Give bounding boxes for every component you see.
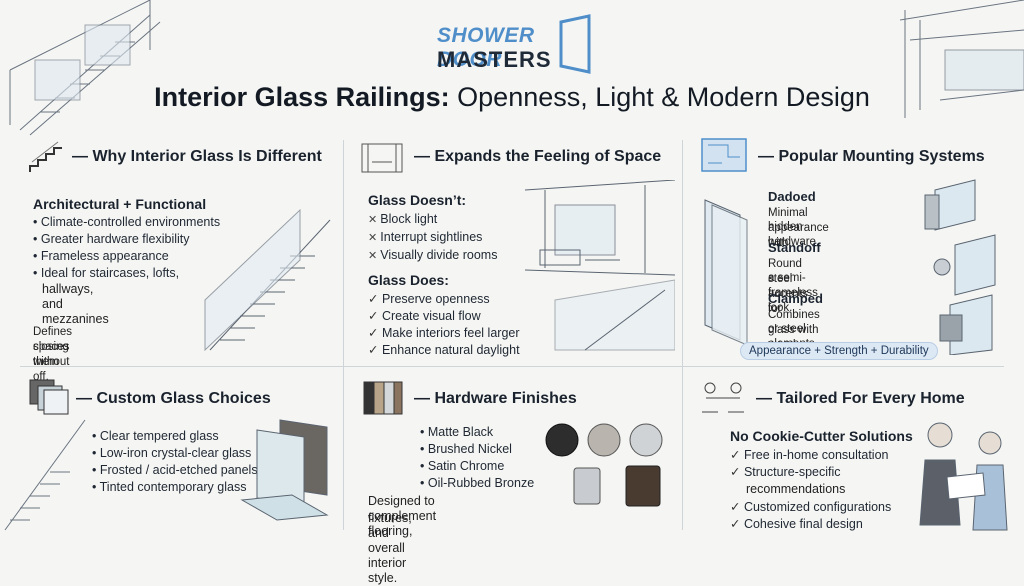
list-item: Enhance natural daylight [368,342,520,359]
row-divider [20,366,1004,367]
list-item: Low-iron crystal-clear glass [92,445,258,462]
list-item: Ideal for staircases, lofts, [33,265,220,282]
doesnt-list: Block light Interrupt sightlines Visuall… [368,211,497,265]
list-item: Preserve openness [368,291,520,308]
col-divider-2 [682,140,683,530]
tailored-list: Free in-home consultation Structure-spec… [730,447,889,481]
does-list: Preserve openness Create visual flow Mak… [368,291,520,359]
list-item: Tinted contemporary glass [92,479,258,496]
panel-title-tailored: — Tailored For Every Home [756,390,965,407]
finish-knobs-illustration [545,423,663,507]
finish-list: Matte Black Brushed Nickel Satin Chrome … [420,424,534,492]
list-item: Frosted / acid-etched panels [92,462,258,479]
mounting-hardware-illustrations [924,179,996,355]
mount-desc-standoff-2: a semi-frameless look. [768,272,818,314]
list-item: Clear tempered glass [92,428,258,445]
why-subtitle: Architectural + Functional [33,196,207,212]
list-item: Greater hardware flexibility [33,231,220,248]
room-icon [361,143,403,173]
page-title-rest: Openness, Light & Modern Design [449,82,870,112]
mount-name-clamped: Clamped [768,291,823,306]
panel-title-glass: — Custom Glass Choices [76,390,271,407]
consultants-illustration [919,422,1008,531]
tailored-subtitle: No Cookie-Cutter Solutions [730,428,913,444]
page-title-bold: Interior Glass Railings: [154,82,450,112]
infographic-page: SHOWER DOOR MASTERS Interior Glass Raili… [0,0,1024,547]
stairs-icon [29,141,62,172]
list-item: Structure-specific [730,464,888,481]
living-room-illustration [525,180,675,351]
does-label: Glass Does: [368,272,449,288]
mount-name-dadoed: Dadoed [768,189,816,204]
panel-title-hardware: — Hardware Finishes [414,390,577,407]
list-item: Satin Chrome [420,458,534,475]
logo-line-2: MASTERS [437,47,552,72]
page-title: Interior Glass Railings: Openness, Light… [0,82,1024,113]
list-item: Create visual flow [368,308,520,325]
why-list-cont: hallways, and mezzanines [42,282,109,326]
hardware-note-2: fixtures, and overall interior style. [368,511,412,585]
door-icon [559,14,591,74]
tailored-list-2: Customized configurations Cohesive final… [730,499,891,533]
tailored-item-cont: recommendations [746,482,846,496]
hardware-note-1: Designed to complement flooring, [368,494,437,538]
panel-title-mounting: — Popular Mounting Systems [758,148,985,165]
list-item: Make interiors feel larger [368,325,520,342]
list-item: Customized configurations [730,499,891,516]
list-item: Climate-controlled environments [33,214,220,231]
list-item: Block light [368,211,497,229]
mount-name-standoff: Standoff [768,240,821,255]
swatch-fan-icon [363,381,403,415]
panel-title-space: — Expands the Feeling of Space [414,148,662,165]
mount-desc-standoff-1: Round steel accents for [768,258,808,315]
mounting-summary-pill: Appearance + Strength + Durability [740,342,938,360]
list-item: Frameless appearance [33,248,220,265]
brand-logo: SHOWER DOOR MASTERS [437,14,597,76]
blueprint-icon [701,138,747,172]
logo-line-1: SHOWER DOOR [437,24,535,71]
stair-glass-sketch [4,419,86,531]
mount-desc-dadoed-1: Minimal appearance with [768,207,829,249]
why-note-1: Defines spaces without [33,326,72,368]
why-list: Climate-controlled environments Greater … [33,214,220,282]
panel-title-why: — Why Interior Glass Is Different [72,148,322,165]
doesnt-label: Glass Doesn’t: [368,192,467,208]
col-divider-1 [343,140,344,530]
consultation-icon [702,382,744,413]
floating-staircase-illustration [204,208,331,352]
list-item: Interrupt sightlines [368,229,497,247]
glass-list: Clear tempered glass Low-iron crystal-cl… [92,428,258,496]
list-item: Visually divide rooms [368,247,497,265]
list-item: Cohesive final design [730,516,891,533]
glass-panel-illustration [704,199,748,345]
list-item: Free in-home consultation [730,447,889,464]
list-item: Brushed Nickel [420,441,534,458]
why-note-2: closing them off. [33,341,69,383]
list-item: Matte Black [420,424,534,441]
staircase-sketch-top-left [9,0,161,136]
mount-desc-dadoed-2: hidden hardware. [768,221,820,248]
list-item: Oil-Rubbed Bronze [420,475,534,492]
